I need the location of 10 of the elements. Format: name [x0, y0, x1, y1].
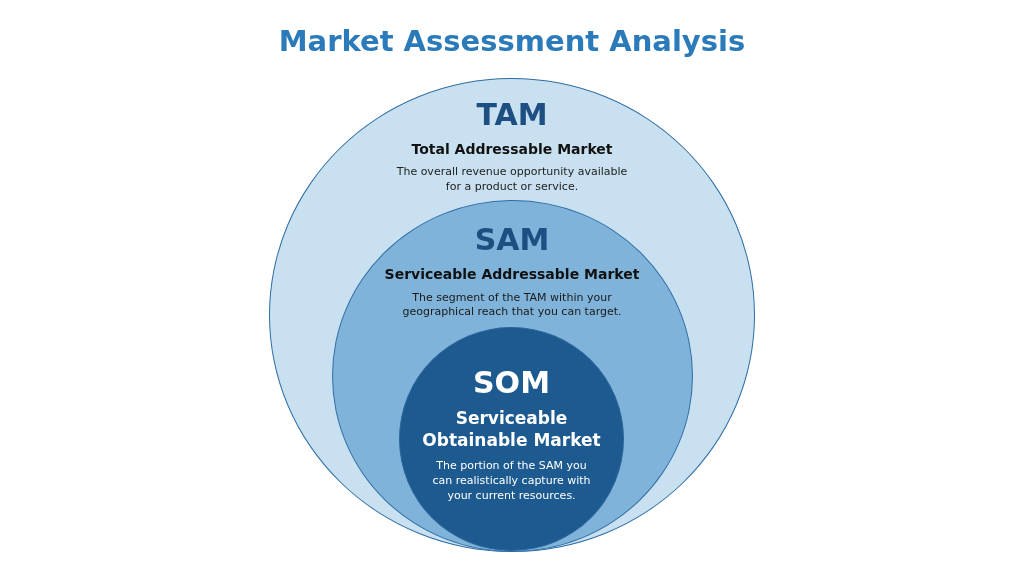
- market-name: Serviceable Addressable Market: [384, 264, 640, 283]
- market-name: Serviceable Obtainable Market: [421, 407, 602, 452]
- page-title: Market Assessment Analysis: [278, 23, 746, 60]
- description-text: The segment of the TAM within your geographical reach that you can target.: [401, 290, 623, 321]
- acronym-heading: TAM: [476, 97, 548, 133]
- market-name: Total Addressable Market: [411, 140, 613, 159]
- description-text: The portion of the SAM you can realistically capture with your current resources.: [431, 459, 592, 504]
- acronym-heading: SOM: [473, 365, 550, 401]
- description-text: The overall revenue opportunity available for a product or service.: [395, 165, 629, 195]
- acronym-heading: SAM: [474, 221, 550, 258]
